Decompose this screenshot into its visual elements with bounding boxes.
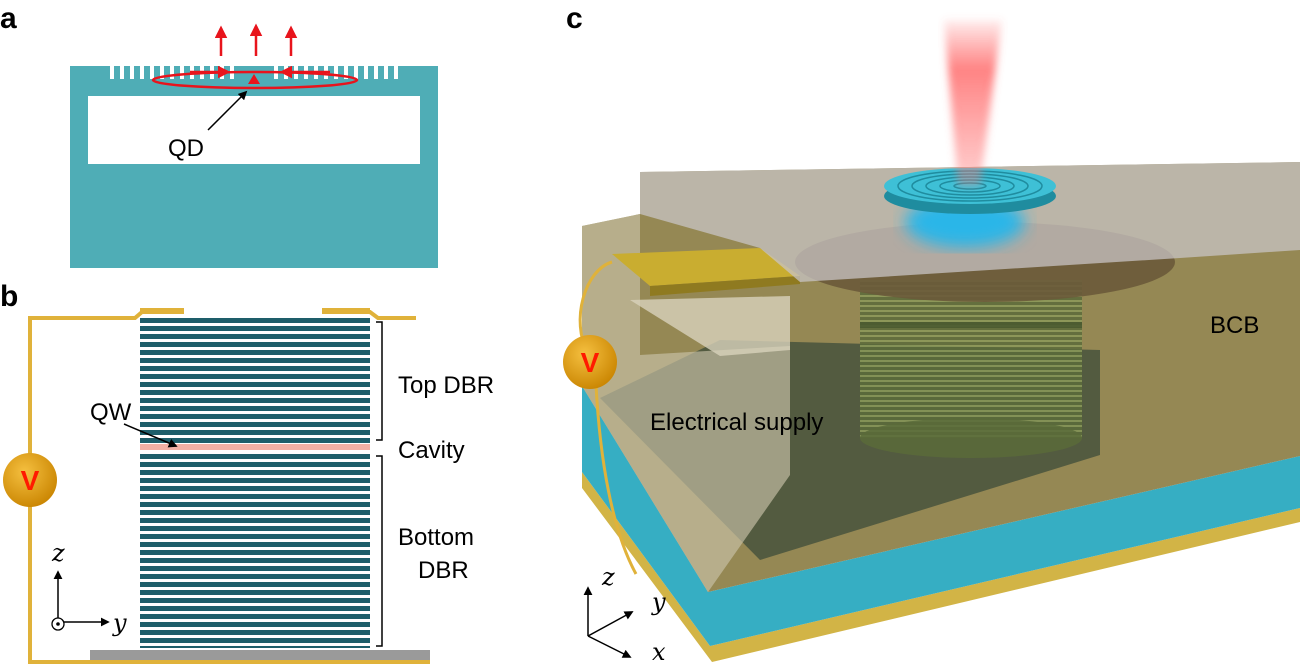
gold-electrode xyxy=(612,248,800,286)
bottom-dbr-label-line2: DBR xyxy=(418,557,469,584)
voltage-label-c: V xyxy=(581,347,600,378)
cavity-label: Cavity xyxy=(398,437,465,464)
emission-arrows xyxy=(214,23,298,56)
electrode-support xyxy=(630,296,790,356)
axis-z-label-b: z xyxy=(51,539,65,567)
top-dbr-stack xyxy=(140,318,370,443)
panel-a: a xyxy=(0,2,438,268)
emission-beam xyxy=(944,20,1002,186)
quantum-dot-marker xyxy=(248,74,260,84)
qd-label: QD xyxy=(168,135,204,162)
electrical-supply-label: Electrical supply xyxy=(650,409,823,436)
panel-b: b V Top DBR Cavity Bottom DBR QW xyxy=(0,280,494,664)
axes-c xyxy=(583,586,634,658)
cyan-substrate-layer xyxy=(582,386,1300,646)
panel-a-letter: a xyxy=(0,2,17,35)
substrate-bar xyxy=(90,650,430,660)
bottom-dbr-stack xyxy=(140,452,370,648)
bottom-dbr-bracket xyxy=(376,455,383,647)
bottom-dbr-label-line1: Bottom xyxy=(398,524,474,551)
axis-y-label-c: y xyxy=(651,588,666,616)
bcb-label: BCB xyxy=(1210,312,1259,339)
voltage-label-b: V xyxy=(21,465,40,496)
voltage-source-c xyxy=(563,335,617,389)
axes-b: z y xyxy=(51,539,127,637)
panel-c: c xyxy=(563,2,1300,666)
qw-pointer-arrow xyxy=(123,423,178,448)
top-contact-right xyxy=(322,308,370,314)
voltage-source-b xyxy=(3,453,57,507)
photonic-membrane xyxy=(70,65,438,268)
axis-z-label-c: z xyxy=(601,563,615,591)
bcb-front-face xyxy=(582,214,790,592)
top-contact-left xyxy=(140,308,184,314)
wire-lower-c xyxy=(594,384,638,575)
panel-b-letter: b xyxy=(0,280,18,313)
cavity-layer xyxy=(140,444,370,450)
qw-label: QW xyxy=(90,399,132,426)
qd-pointer-arrow xyxy=(207,90,248,131)
micropillar xyxy=(860,280,1082,458)
top-dbr-label: Top DBR xyxy=(398,372,494,399)
circulating-light xyxy=(151,70,359,90)
gold-electrode-edge xyxy=(650,276,800,296)
top-dbr-bracket xyxy=(376,321,383,441)
axis-x-label-c: x xyxy=(652,638,666,666)
panel-c-letter: c xyxy=(566,2,583,35)
axis-y-label-b: y xyxy=(112,609,127,637)
